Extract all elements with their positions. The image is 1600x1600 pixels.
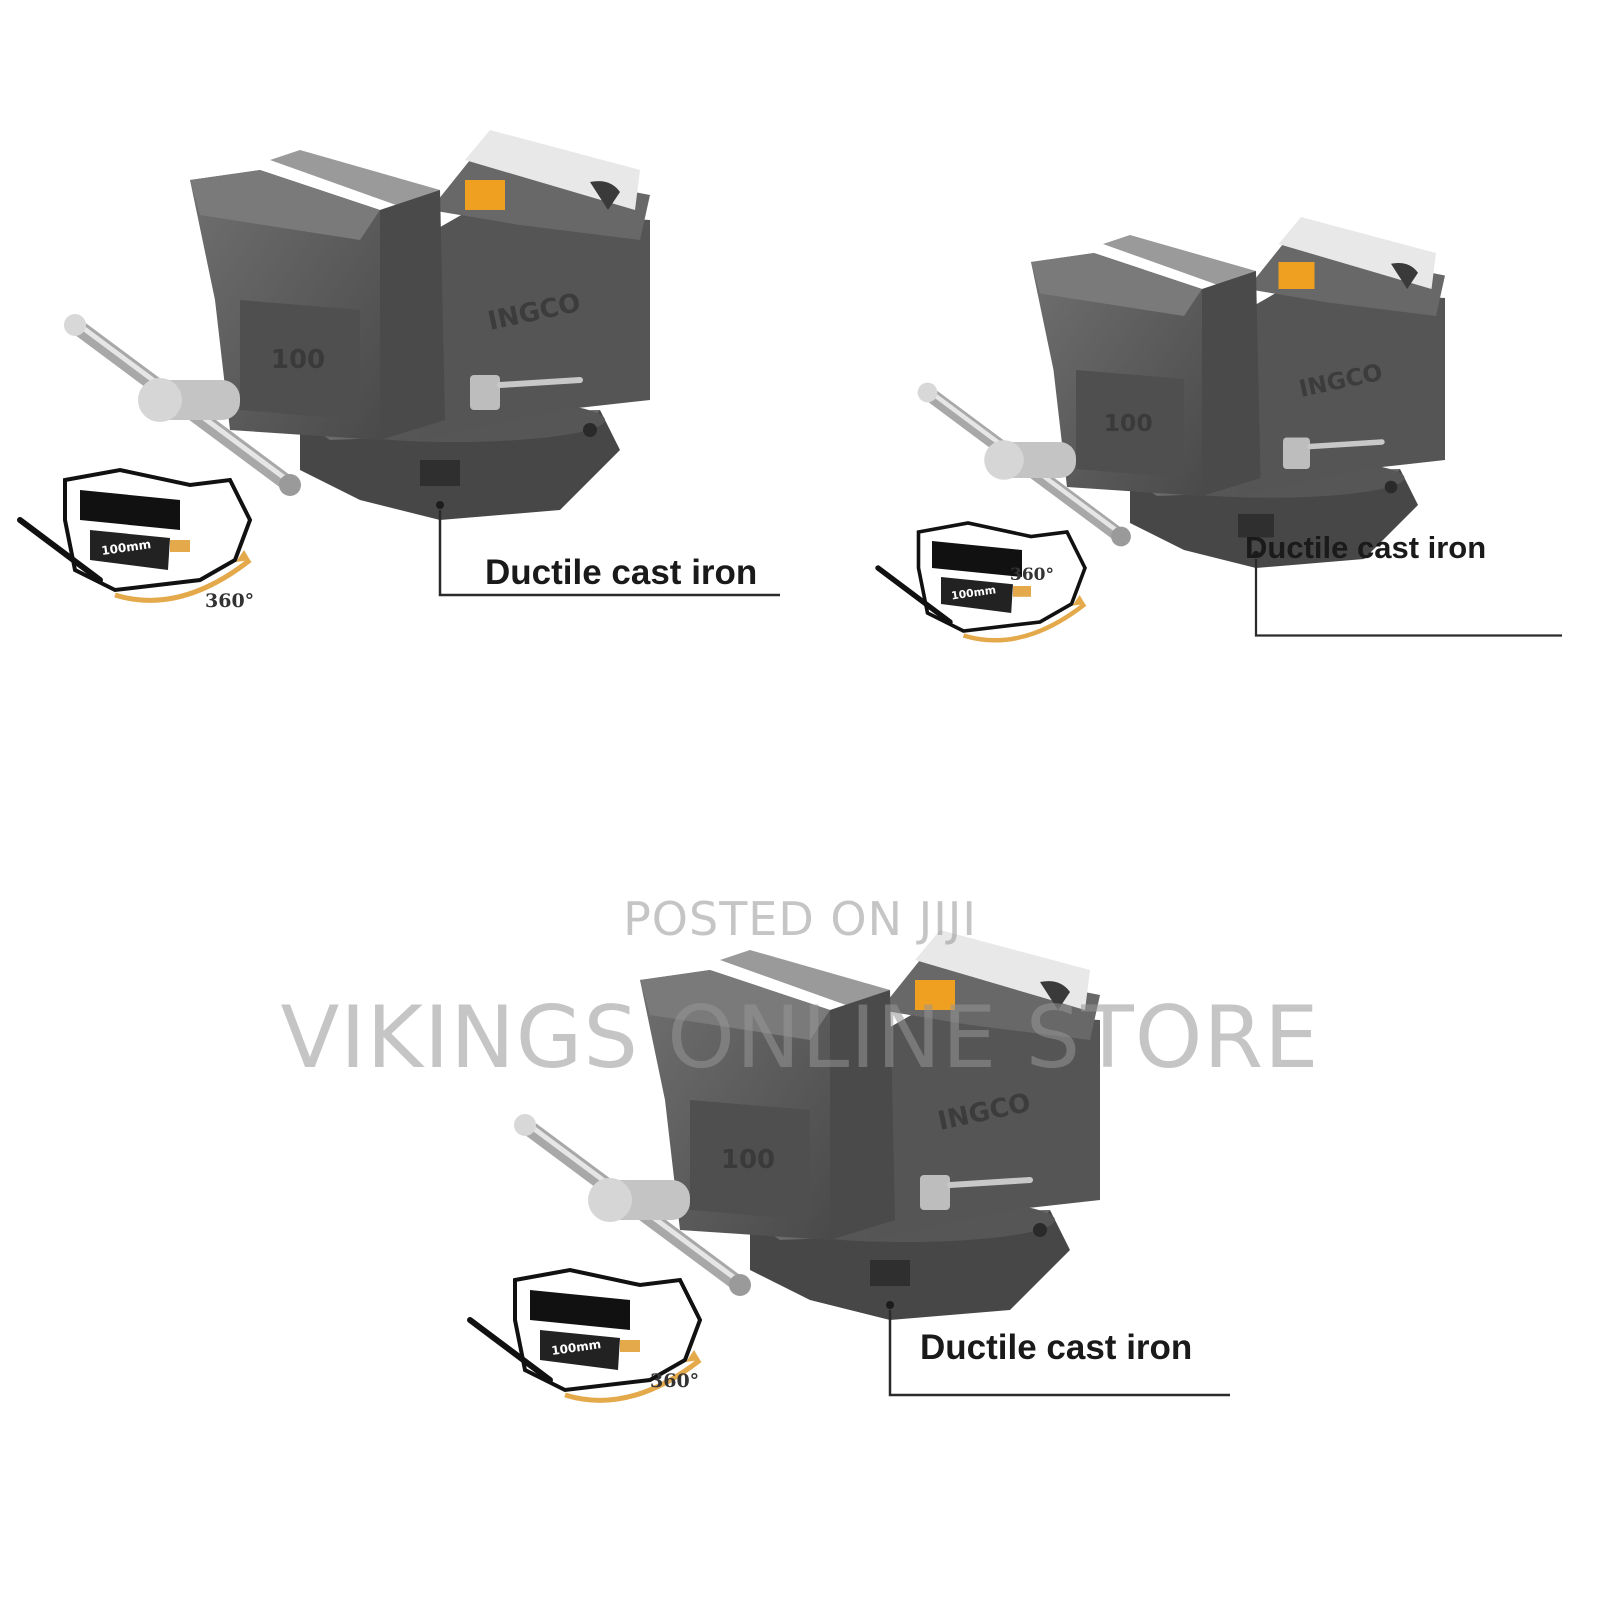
bench-vise-image: 100 INGCO [17, 130, 780, 603]
rotation-label: 360° [1010, 565, 1054, 585]
inset-size-text: 100mm [550, 1337, 602, 1358]
inset-vise-illustration: 100mm INGCO [467, 1267, 703, 1403]
brand-label-sticker [1278, 262, 1315, 289]
rotation-label: 360° [205, 590, 255, 612]
movable-jaw: 100 INGCO [640, 950, 1033, 1240]
lock-lever [920, 1175, 1033, 1210]
jaw-size-text: 100 [271, 345, 325, 375]
inset-vise-illustration: 100mm INGCO [17, 467, 253, 603]
inset-brand-text: INGCO [630, 1317, 666, 1328]
callout-line [888, 1310, 1230, 1397]
jaw-size-text: 100 [721, 1145, 775, 1175]
rotation-arrow [564, 1358, 702, 1403]
jaw-size-text: 100 [1104, 409, 1153, 437]
rotation-label: 360° [650, 1370, 700, 1392]
handle-rod [917, 382, 1131, 547]
movable-jaw: 100 INGCO [1031, 235, 1385, 496]
inset-brand-text: INGCO [1022, 566, 1055, 576]
fixed-jaw [1220, 217, 1445, 496]
product-panel-3: 100 INGCO [450, 800, 1270, 1420]
handle-rod [64, 314, 301, 496]
brand-label-sticker [915, 980, 955, 1010]
handle-rod [514, 1114, 751, 1296]
rotation-arrow [114, 558, 252, 603]
material-callout-label: Ductile cast iron [920, 1328, 1193, 1367]
inset-size-text: 100mm [100, 537, 152, 558]
rotation-arrow [962, 602, 1087, 643]
product-panel-2: 100 INGCO [860, 100, 1598, 658]
inset-vise-illustration: 100mm INGCO [875, 521, 1087, 643]
watermark-posted-on: POSTED ON JIJI [623, 892, 977, 946]
fixed-jaw [850, 930, 1100, 1240]
lock-lever [470, 375, 583, 410]
bench-vise-image: 100 INGCO [875, 217, 1562, 643]
brand-label-sticker [465, 180, 505, 210]
material-callout-label: Ductile cast iron [485, 553, 758, 592]
callout-line [1254, 559, 1562, 637]
movable-jaw: 100 INGCO [190, 150, 583, 440]
product-panel-1: 100 INGCO [0, 0, 820, 620]
lock-lever [1283, 437, 1385, 469]
material-callout-label: Ductile cast iron [1245, 530, 1487, 565]
inset-size-text: 100mm [950, 583, 996, 602]
inset-brand-text: INGCO [180, 517, 216, 528]
bench-vise-image: 100 INGCO [467, 930, 1230, 1403]
fixed-jaw [400, 130, 650, 440]
callout-line [438, 510, 780, 597]
watermark-store-name: VIKINGS ONLINE STORE [280, 988, 1320, 1088]
